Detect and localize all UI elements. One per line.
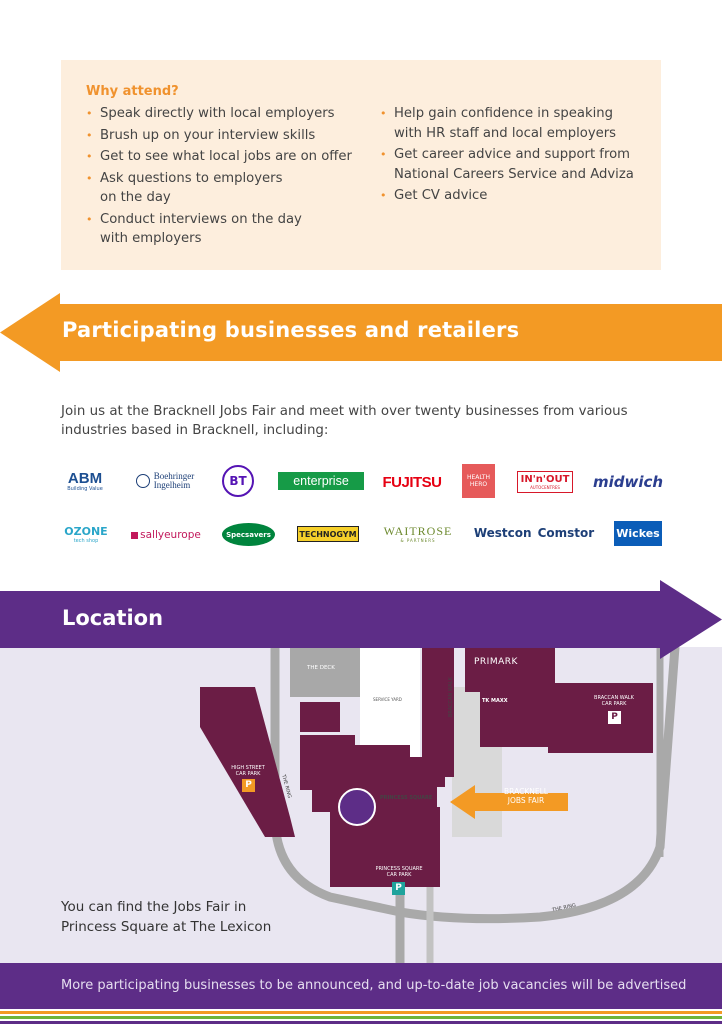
footer-stripe-green <box>0 1016 722 1019</box>
boehringer-ingelheim-logo: Boehringer Ingelheim <box>131 468 199 494</box>
location-heading: Location <box>62 606 164 630</box>
map-label-braccan-walk: BRACCAN WALK <box>448 677 454 717</box>
list-item: Brush up on your interview skills <box>86 126 376 146</box>
specsavers-logo: Specsavers <box>222 523 275 546</box>
map-label-primark: PRIMARK <box>474 657 518 667</box>
location-map-graphic <box>200 647 680 963</box>
wickes-logo: Wickes <box>614 521 662 546</box>
map-label-service-yard: SERVICE YARD <box>373 697 402 702</box>
fujitsu-logo: FUJITSU <box>382 473 443 491</box>
ozone-logo: OZONE tech shop <box>64 525 108 545</box>
businesses-intro: Join us at the Bracknell Jobs Fair and m… <box>61 404 628 438</box>
parking-icon: P <box>242 779 255 792</box>
list-item: Speak directly with local employers <box>86 104 376 124</box>
sally-europe-logo: sallyeurope <box>129 525 203 545</box>
parking-icon: P <box>392 882 405 895</box>
abm-logo: ABM Building Value <box>67 469 103 492</box>
footer-text: More participating businesses to be anno… <box>61 978 687 993</box>
boehringer-emblem-icon <box>135 474 150 488</box>
list-item: Get to see what local jobs are on offer <box>86 147 376 167</box>
parking-icon: P <box>608 711 621 724</box>
location-map: THE DECK SERVICE YARD PRIMARK TK MAXX BR… <box>0 647 722 963</box>
location-caption: You can find the Jobs Fair in Princess S… <box>61 899 272 935</box>
health-hero-logo: HEALTH HERO <box>462 464 495 498</box>
technogym-logo: TECHNOGYM <box>297 526 359 542</box>
midwich-logo: midwich <box>592 473 664 491</box>
footer-stripe-orange <box>0 1011 722 1014</box>
why-attend-title: Why attend? <box>86 84 179 99</box>
sally-emblem-icon <box>131 531 139 539</box>
westcon-comstor-logo: Westcon Comstor <box>473 526 595 540</box>
businesses-heading: Participating businesses and retailers <box>62 318 520 342</box>
location-banner-arrow <box>0 580 722 659</box>
map-label-tk-maxx: TK MAXX <box>482 698 508 704</box>
why-attend-left-list: Speak directly with local employers Brus… <box>86 104 376 251</box>
list-item: Get career advice and support fromNation… <box>380 145 650 184</box>
map-label-princess-square: PRINCESS SQUARE <box>380 795 433 801</box>
waitrose-logo: WAITROSE & PARTNERS <box>383 524 453 544</box>
footer-bar <box>0 963 722 1009</box>
in-n-out-logo: IN'n'OUT AUTOCENTRES <box>517 471 573 493</box>
bt-logo: BT <box>222 465 254 497</box>
enterprise-logo: enterprise <box>278 472 364 490</box>
list-item: Get CV advice <box>380 186 650 206</box>
map-label-the-deck: THE DECK <box>307 665 335 671</box>
footer-stripe-purple <box>0 1021 722 1024</box>
businesses-banner-arrow <box>0 293 722 372</box>
